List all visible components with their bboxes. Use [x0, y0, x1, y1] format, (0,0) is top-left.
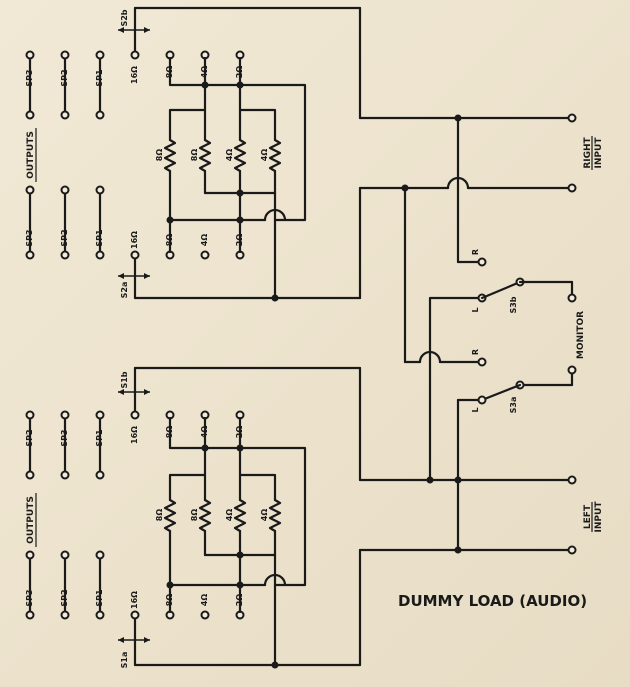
bottom-row2-label-3: SP1: [95, 589, 104, 607]
bottom-row1-label-3: SP1: [95, 429, 104, 447]
switch-s2a-label: S2a: [120, 282, 129, 299]
top-tap-4: 4Ω: [200, 66, 209, 79]
top-tap-8: 8Ω: [165, 66, 174, 79]
top-tap-terminals: [165, 50, 245, 260]
top-res-label-4: 4Ω: [260, 149, 269, 162]
top-res-label-3: 4Ω: [225, 149, 234, 162]
switch-s3a-label: S3a: [509, 397, 518, 414]
bottom-output-terminals: [25, 410, 105, 620]
switch-s1: [118, 366, 362, 667]
bottom-section: [25, 366, 577, 669]
top-row1-label-1: SP3: [25, 69, 34, 86]
bottom-tap-16-b: 16Ω: [130, 591, 139, 609]
monitor-label: MONITOR: [576, 311, 586, 359]
monitor-r-label-bottom: R: [471, 349, 480, 355]
bottom-row1-label-1: SP2: [25, 429, 34, 446]
top-res-label-1: 8Ω: [155, 149, 164, 162]
top-tap-2-b: 2Ω: [235, 234, 244, 247]
switch-s1a-label: S1a: [120, 652, 129, 669]
bottom-res-label-1: 8Ω: [155, 509, 164, 522]
labels: SP3 SP2 SP1 OUTPUTS SP3 SP2 SP1 S2b S2a …: [25, 9, 604, 668]
bottom-res-label-2: 8Ω: [190, 509, 199, 522]
bottom-tap-terminals: [165, 410, 245, 620]
switch-s2b-label: S2b: [120, 9, 129, 26]
top-row2-label-1: SP3: [25, 229, 34, 246]
bottom-tap-2: 2Ω: [235, 426, 244, 439]
top-tap-8-b: 8Ω: [165, 234, 174, 247]
left-input-label-2: INPUT: [594, 501, 604, 533]
right-input-label-2: INPUT: [594, 137, 604, 169]
top-row1-label-3: SP1: [95, 69, 104, 87]
bottom-row2-label-2: SP2: [60, 589, 69, 606]
bottom-tap-4: 4Ω: [200, 426, 209, 439]
bottom-res-label-4: 4Ω: [260, 509, 269, 522]
bottom-outputs-label: OUTPUTS: [26, 496, 36, 544]
top-outputs-label: OUTPUTS: [26, 131, 36, 179]
top-tap-2: 2Ω: [235, 66, 244, 79]
bottom-tap-16: 16Ω: [130, 426, 139, 444]
top-row2-label-3: SP1: [95, 229, 104, 247]
switch-s2: [118, 6, 362, 300]
top-resistor-network: [163, 56, 307, 302]
monitor-l-label-bottom: L: [471, 407, 480, 412]
switch-s1b-label: S1b: [120, 371, 129, 388]
bottom-row1-label-2: SP3: [60, 429, 69, 446]
top-tap-16: 16Ω: [130, 66, 139, 84]
bottom-resistor-network: [163, 416, 307, 669]
top-res-label-2: 8Ω: [190, 149, 199, 162]
right-input-wiring: [358, 113, 577, 267]
monitor-l-label-top: L: [471, 307, 480, 312]
top-tap-4-b: 4Ω: [200, 234, 209, 247]
monitor-r-label-top: R: [471, 249, 480, 255]
bottom-tap-2-b: 2Ω: [235, 594, 244, 607]
diagram-title: DUMMY LOAD (AUDIO): [398, 592, 587, 610]
monitor-switch: [403, 186, 577, 552]
switch-s3b-label: S3b: [509, 296, 518, 313]
top-row1-label-2: SP2: [60, 69, 69, 86]
bottom-row2-label-1: SP3: [25, 589, 34, 606]
bottom-res-label-3: 4Ω: [225, 509, 234, 522]
left-input-wiring: [358, 475, 577, 555]
bottom-tap-4-b: 4Ω: [200, 594, 209, 607]
top-section: [25, 6, 577, 302]
bottom-tap-8-b: 8Ω: [165, 594, 174, 607]
top-tap-16-b: 16Ω: [130, 231, 139, 249]
bottom-tap-8: 8Ω: [165, 426, 174, 439]
top-output-terminals: [25, 50, 105, 260]
left-input-label-1: LEFT: [583, 504, 593, 529]
right-input-label-1: RIGHT: [583, 136, 593, 168]
top-row2-label-2: SP2: [60, 229, 69, 246]
